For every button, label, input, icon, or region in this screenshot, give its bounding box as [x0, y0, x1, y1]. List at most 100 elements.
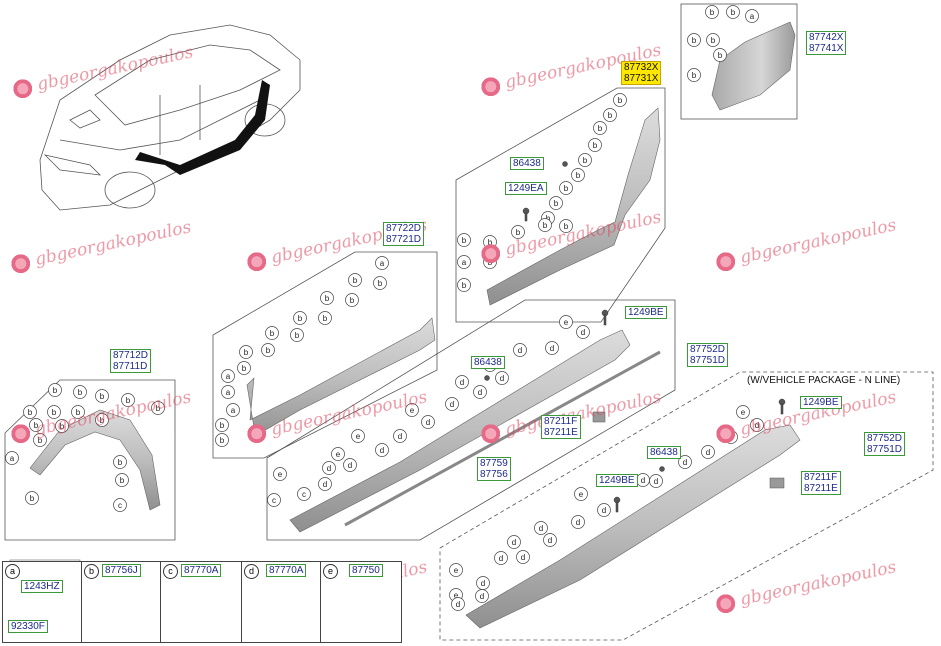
sill-box	[266, 299, 676, 541]
label-rear-garnish-clip[interactable]: 86438	[510, 157, 544, 170]
legend-cell-d: d 87770A	[241, 561, 321, 643]
callout-circle	[706, 33, 720, 47]
callout-circle	[457, 233, 471, 247]
callout-circle	[603, 108, 617, 122]
callout-letter: d	[478, 388, 482, 397]
callout-circle	[375, 443, 389, 457]
callout-circle	[574, 487, 588, 501]
callout-circle	[457, 255, 471, 269]
callout-circle	[455, 375, 469, 389]
callout-letter: d	[398, 432, 402, 441]
callout-circle	[221, 369, 235, 383]
label-sill-screw[interactable]: 1249BE	[625, 306, 667, 319]
callout-circle	[273, 467, 287, 481]
callout-letter: b	[564, 184, 569, 193]
label-nline-screw-top[interactable]: 1249BE	[800, 396, 842, 409]
label-nline-screw-mid[interactable]: 1249BE	[596, 474, 638, 487]
callout-circle	[494, 551, 508, 565]
callout-letter: e	[278, 470, 283, 479]
part-code: 87751D	[867, 444, 903, 455]
screw-icons	[484, 161, 786, 513]
callout-letter: b	[28, 408, 33, 417]
label-sill-clip[interactable]: 86438	[471, 356, 505, 369]
callout-circle	[726, 5, 740, 19]
callout-circle	[588, 138, 602, 152]
callout-letter: b	[692, 71, 697, 80]
callout-circle	[331, 447, 345, 461]
callout-letter: b	[618, 96, 623, 105]
legend-code[interactable]: 87770A	[266, 564, 307, 577]
part-code: 87211E	[544, 427, 578, 438]
callout-circle	[48, 383, 62, 397]
callout-letter: b	[38, 436, 43, 445]
callout-letter: b	[78, 388, 83, 397]
callout-letter: b	[100, 392, 105, 401]
callout-circle	[457, 278, 471, 292]
callout-letter: b	[543, 221, 548, 230]
callout-letter: b	[120, 476, 125, 485]
callout-letter: b	[731, 8, 736, 17]
callout-circle	[507, 535, 521, 549]
callout-letter: e	[579, 490, 584, 499]
callout-letter: e	[454, 591, 459, 600]
callout-letter: b	[118, 458, 123, 467]
callout-letter: a	[226, 372, 231, 381]
callout-letter: b	[270, 329, 275, 338]
callout-letter: b	[266, 346, 271, 355]
callout-circle	[593, 121, 607, 135]
callout-circle	[649, 474, 663, 488]
callout-letter: b	[244, 348, 249, 357]
callout-circle	[297, 487, 311, 501]
callout-circle	[5, 451, 19, 465]
callout-letter: a	[380, 259, 385, 268]
callout-circle	[483, 235, 497, 249]
callout-letter: b	[593, 141, 598, 150]
legend-code[interactable]: 87750	[349, 564, 383, 577]
part-code: 87722D	[386, 223, 422, 234]
callout-circle	[511, 225, 525, 239]
callout-letter: b	[156, 404, 161, 413]
callout-letter: e	[741, 408, 746, 417]
legend-code[interactable]: 1243HZ	[21, 580, 63, 593]
callout-letter: b	[350, 296, 355, 305]
callout-circle	[559, 315, 573, 329]
legend-code[interactable]: 87756J	[102, 564, 141, 577]
callout-circle	[25, 491, 39, 505]
legend-cell-c: c 87770A	[160, 561, 242, 643]
callout-circle	[545, 341, 559, 355]
part-code: 87751D	[690, 355, 726, 366]
callout-letter: b	[598, 124, 603, 133]
callout-circle	[745, 9, 759, 23]
callout-circle	[393, 429, 407, 443]
callout-circle	[495, 371, 509, 385]
callout-letter: d	[480, 592, 484, 601]
callout-circle	[293, 311, 307, 325]
callout-circle	[239, 345, 253, 359]
callout-letter: b	[220, 436, 225, 445]
callout-circle	[345, 293, 359, 307]
label-nline-clip[interactable]: 86438	[647, 446, 681, 459]
callout-circle	[713, 48, 727, 62]
callout-letter: b	[378, 279, 383, 288]
callout-letter: d	[602, 506, 606, 515]
callout-circle	[571, 168, 585, 182]
label-rear-garnish-screw[interactable]: 1249EA	[505, 182, 547, 195]
part-code: 87756	[480, 469, 508, 480]
legend-code[interactable]: 87770A	[181, 564, 222, 577]
callout-letter: b	[692, 36, 697, 45]
part-code: 87211F	[544, 416, 578, 427]
callout-letter: b	[220, 421, 225, 430]
legend-code[interactable]: 92330F	[8, 620, 48, 633]
callout-circle	[576, 325, 590, 339]
callout-letter: a	[226, 388, 231, 397]
callout-letter: b	[323, 314, 328, 323]
